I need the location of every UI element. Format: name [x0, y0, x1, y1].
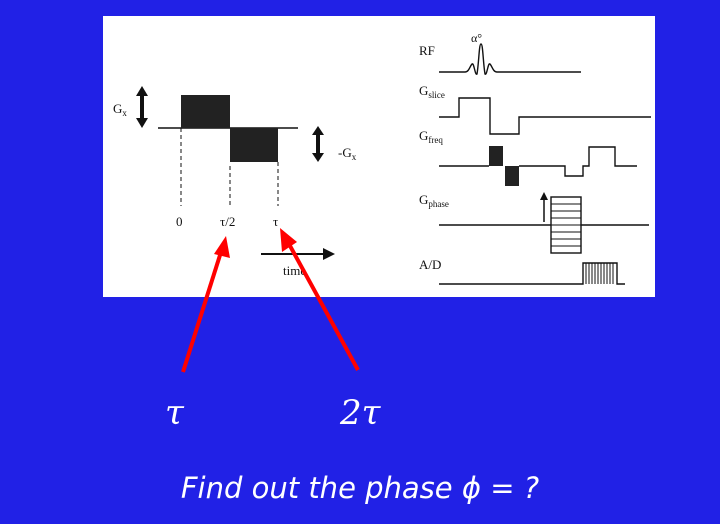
- tick-tau-label: τ: [273, 214, 278, 229]
- gfreq-lobe-negative: [505, 166, 519, 186]
- phase-encode-table: [550, 196, 582, 254]
- ad-label: A/D: [419, 257, 441, 272]
- gfreq-label: Gfreq: [419, 128, 443, 145]
- ad-waveform: [439, 262, 625, 285]
- rf-pulse: [439, 43, 581, 75]
- sequence-diagram: RF α° Gslice Gfreq Gphase A/D: [419, 31, 651, 285]
- gx-negative-lobe: [230, 128, 278, 162]
- flip-angle-label: α°: [471, 31, 482, 45]
- phase-step-arrow-icon: [540, 192, 548, 222]
- rf-label: RF: [419, 43, 435, 58]
- neg-gx-label: -Gx: [338, 145, 357, 162]
- neg-gx-double-arrow-icon: [312, 126, 324, 162]
- gslice-waveform: [439, 97, 651, 135]
- gx-diagram: Gx -Gx 0 τ/2 τ time: [113, 86, 357, 278]
- gx-double-arrow-icon: [136, 86, 148, 128]
- pulse-sequence-svg: Gx -Gx 0 τ/2 τ time: [113, 31, 651, 285]
- gx-label: Gx: [113, 101, 127, 118]
- question-text: Find out the phase ϕ = ?: [180, 471, 540, 505]
- pulse-sequence-figure: Gx -Gx 0 τ/2 τ time: [103, 16, 655, 297]
- arrow-to-half-tau-icon: [181, 236, 230, 373]
- gfreq-lobe-positive: [489, 146, 503, 166]
- gphase-label: Gphase: [419, 192, 449, 209]
- two-tau-annotation: 2τ: [340, 393, 381, 433]
- gslice-label: Gslice: [419, 83, 445, 100]
- tick-0-label: 0: [176, 214, 183, 229]
- gx-positive-lobe: [181, 95, 230, 128]
- tau-annotation: τ: [165, 393, 184, 433]
- tick-half-label: τ/2: [220, 214, 235, 229]
- gfreq-waveform: [519, 146, 637, 177]
- arrow-to-tau-icon: [280, 228, 360, 371]
- ad-sampling-lines: [585, 263, 614, 284]
